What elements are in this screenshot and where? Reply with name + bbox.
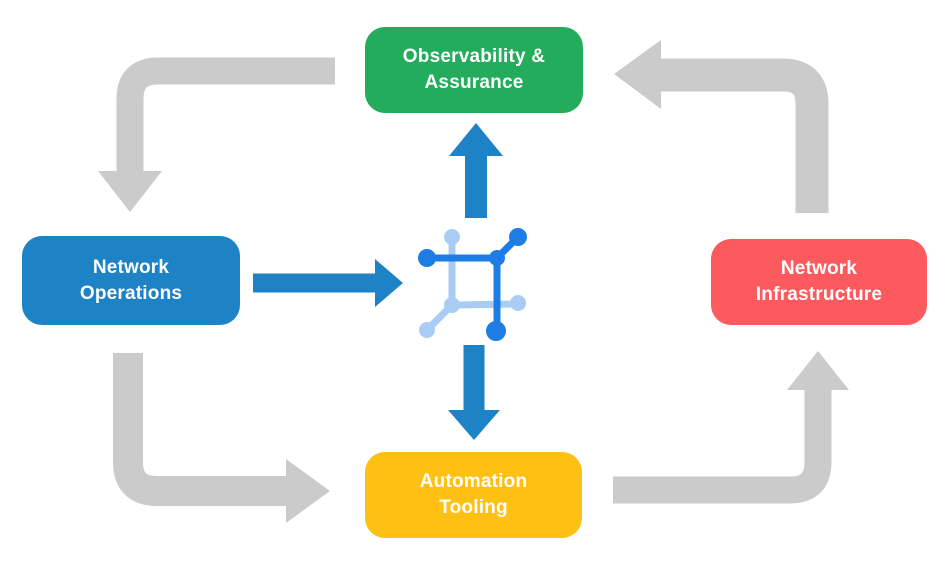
node-infrastructure: Network Infrastructure (711, 239, 927, 325)
node-automation-line2: Tooling (439, 497, 508, 518)
node-operations-line2: Operations (79, 282, 183, 304)
network-mesh-icon (418, 228, 527, 341)
network-mesh-icon-light (419, 229, 526, 338)
gray-arrows (98, 40, 849, 523)
node-observability-line1: Observability & (402, 46, 546, 67)
arrow-icon-to-observability-head (449, 123, 503, 156)
arrow-operations-to-automation-head (286, 459, 330, 523)
blue-arrows (253, 123, 503, 440)
node-infrastructure-line1: Network (780, 258, 858, 279)
arrow-automation-to-infrastructure-head (787, 351, 849, 390)
node-observability: Observability & Assurance (365, 27, 583, 113)
arrow-infrastructure-to-observability-head (614, 40, 661, 109)
node-operations: Network Operations (22, 236, 240, 325)
arrow-operations-to-icon-head (375, 259, 403, 307)
arrow-infrastructure-to-observability (660, 58, 829, 213)
node-automation: Automation Tooling (365, 452, 582, 538)
arrow-observability-to-operations (116, 57, 335, 174)
arrow-icon-to-automation-head (448, 410, 500, 440)
node-infrastructure-line2: Infrastructure (755, 284, 883, 305)
arrow-operations-to-automation (113, 353, 288, 506)
node-automation-line1: Automation (419, 471, 528, 492)
network-mesh-icon-dark (418, 228, 527, 341)
node-operations-line1: Network (92, 256, 170, 278)
arrow-observability-to-operations-head (98, 171, 162, 212)
arrow-automation-to-infrastructure (613, 389, 832, 504)
node-observability-line2: Assurance (424, 72, 524, 93)
